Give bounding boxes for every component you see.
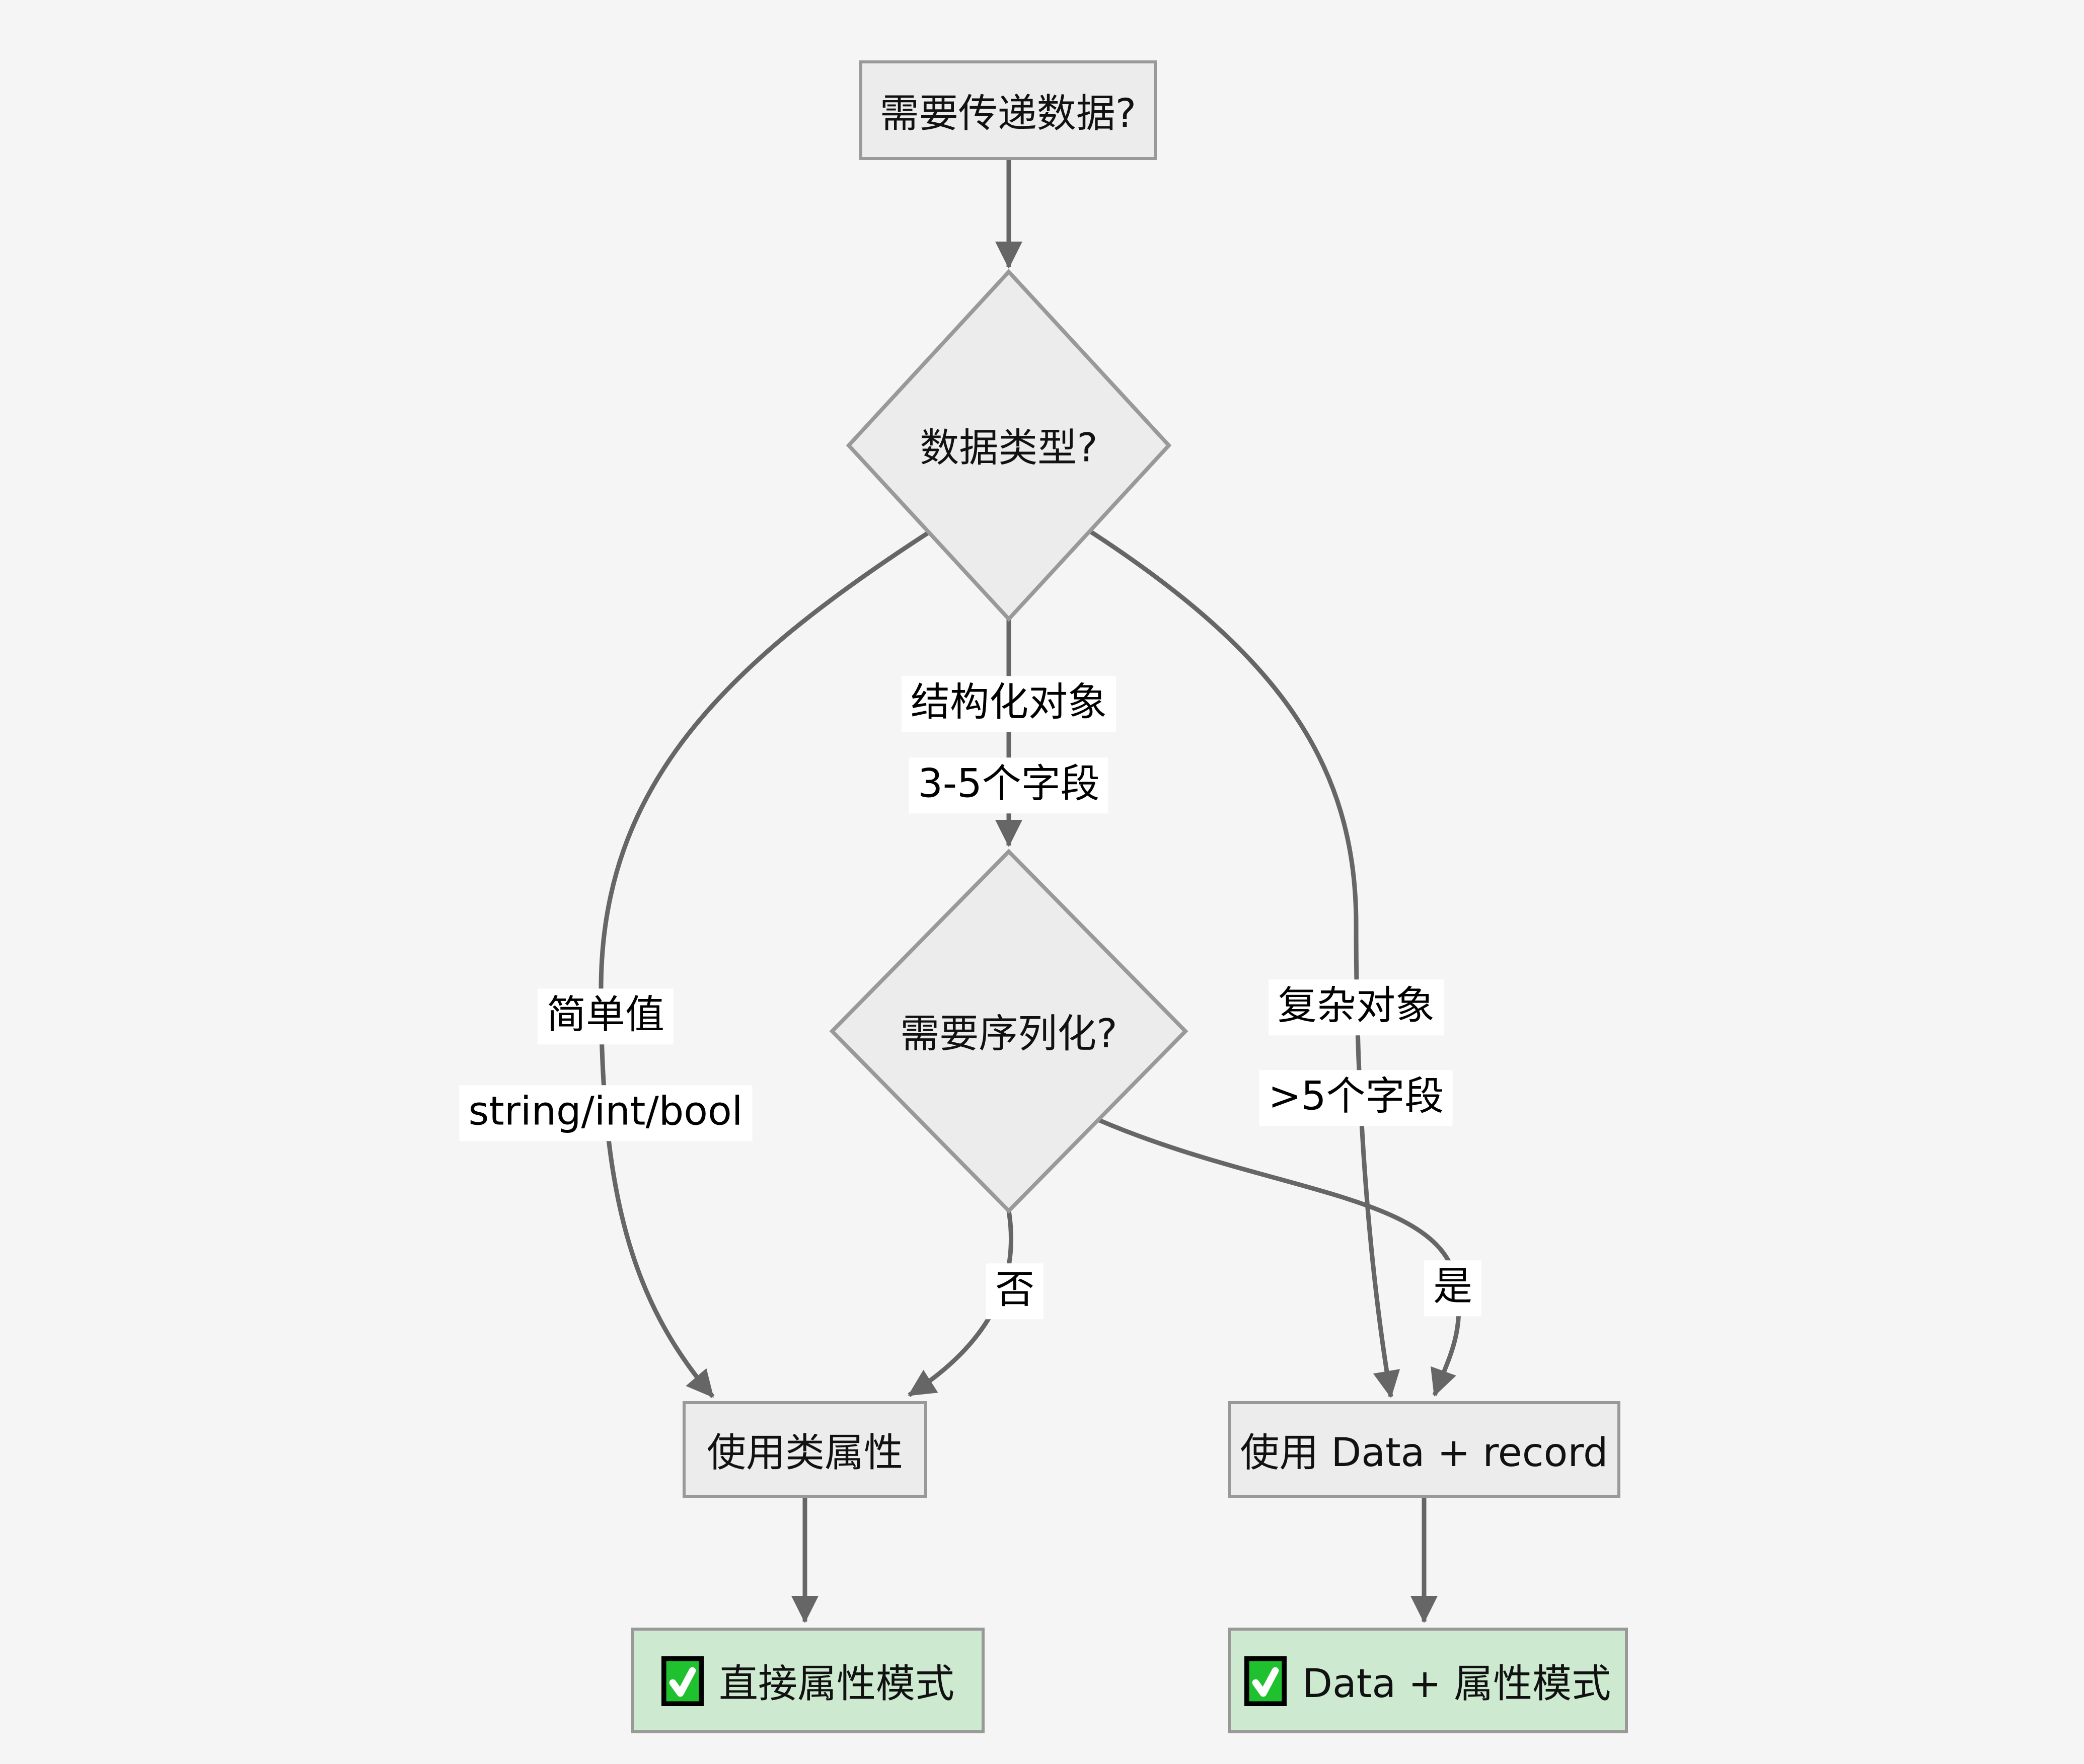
edge-label-simple-line1: 简单值 (537, 988, 674, 1044)
node-start-label: 需要传递数据? (879, 91, 1137, 137)
edge-label-structured-line2: 3-5个字段 (909, 757, 1109, 813)
edge-label-no: 否 (986, 1263, 1044, 1319)
edge-label-complex-line2: >5个字段 (1259, 1070, 1453, 1125)
edge-datatype-to-datarecord (1089, 529, 1400, 1398)
node-use-class-attribute-label: 使用类属性 (706, 1430, 903, 1476)
edge-label-yes: 是 (1424, 1260, 1482, 1316)
check-icon (1244, 1655, 1287, 1706)
decision-diamond-need-serialization (829, 849, 1188, 1214)
node-direct-attribute-mode: 直接属性模式 (631, 1628, 985, 1733)
node-data-type-label: 数据类型? (920, 426, 1098, 472)
edge-datatype-to-classattr (599, 529, 932, 1398)
node-use-data-record: 使用 Data + record (1228, 1401, 1620, 1498)
node-need-serialization-label: 需要序列化? (900, 1012, 1118, 1058)
node-use-class-attribute: 使用类属性 (683, 1401, 927, 1498)
node-start: 需要传递数据? (859, 60, 1157, 160)
node-data-attribute-mode: Data + 属性模式 (1228, 1628, 1628, 1733)
edge-label-structured-line1: 结构化对象 (901, 676, 1117, 731)
edge-label-complex-line1: 复杂对象 (1268, 979, 1444, 1035)
node-data-attribute-mode-label: Data + 属性模式 (1302, 1661, 1611, 1707)
node-direct-attribute-mode-label: 直接属性模式 (718, 1661, 954, 1707)
node-use-data-record-label: 使用 Data + record (1240, 1430, 1608, 1476)
check-icon (661, 1655, 704, 1706)
edge-serialization-yes-to-datarecord (1098, 1118, 1461, 1397)
edge-label-simple-line2: string/int/bool (459, 1085, 752, 1140)
decision-diamond-data-type (846, 269, 1172, 622)
